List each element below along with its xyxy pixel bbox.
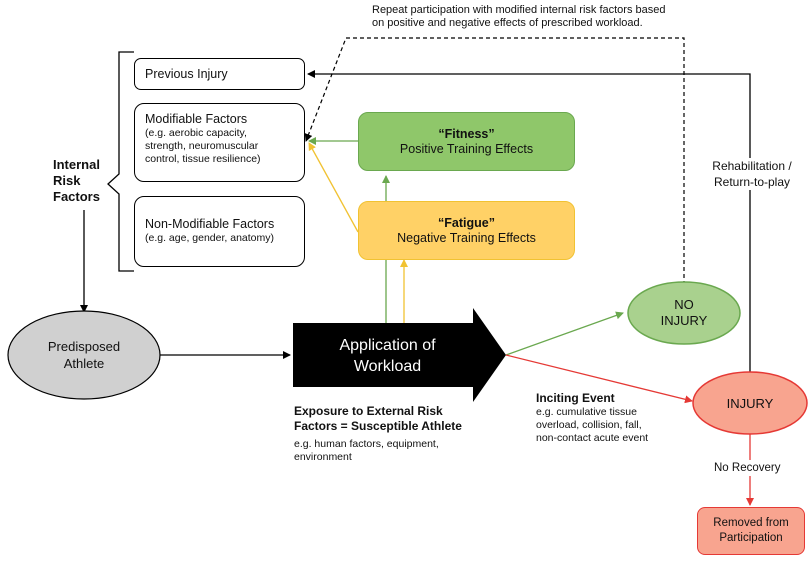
rehabilitation-label: Rehabilitation / Return-to-play — [704, 158, 800, 190]
workload-arrow-shape — [293, 308, 506, 402]
rehabilitation-line2: Return-to-play — [713, 175, 791, 189]
fatigue-box: “Fatigue” Negative Training Effects — [358, 201, 575, 260]
fitness-box: “Fitness” Positive Training Effects — [358, 112, 575, 171]
predisposed-line1: Predisposed — [47, 339, 121, 354]
exposure-title-line1: Exposure to External Risk — [294, 404, 443, 418]
arrow-workload-to-no-injury — [505, 311, 624, 356]
removed-line2: Participation — [719, 532, 783, 544]
fatigue-subtitle: Negative Training Effects — [397, 230, 536, 245]
inciting-event-title: Inciting Event — [536, 391, 615, 405]
previous-injury-box: Previous Injury — [134, 58, 305, 90]
exposure-title-line2: Factors = Susceptible Athlete — [294, 419, 462, 433]
fitness-subtitle: Positive Training Effects — [399, 141, 534, 156]
internal-factors-bracket — [107, 51, 134, 272]
workload-label: Application of Workload — [300, 330, 475, 382]
repeat-participation-note: Repeat participation with modified inter… — [372, 4, 712, 30]
exposure-text: Exposure to External Risk Factors = Susc… — [294, 404, 494, 464]
inciting-event-text: Inciting Event e.g. cumulative tissue ov… — [536, 391, 696, 445]
repeat-participation-dashed-path — [304, 37, 685, 285]
fatigue-title: “Fatigue” — [438, 215, 495, 230]
modifiable-title: Modifiable Factors — [145, 112, 248, 126]
removed-from-participation-box: Removed from Participation — [697, 507, 805, 555]
previous-injury-label: Previous Injury — [145, 66, 228, 81]
injury-label: INJURY — [693, 392, 807, 414]
rehabilitation-line1: Rehabilitation / — [712, 159, 792, 173]
non-modifiable-factors-box: Non-Modifiable Factors (e.g. age, gender… — [134, 196, 305, 267]
workload-line1: Application of — [339, 337, 436, 354]
injury-text: INJURY — [726, 395, 774, 411]
modifiable-detail-line1: (e.g. aerobic capacity, — [145, 127, 247, 139]
internal-label-line1: Internal — [53, 157, 100, 172]
modifiable-detail-line2: strength, neuromuscular — [145, 140, 259, 152]
inciting-detail-line2: overload, collision, fall, — [536, 419, 642, 431]
internal-label-line3: Factors — [53, 189, 100, 204]
non-modifiable-detail: (e.g. age, gender, anatomy) — [145, 232, 274, 244]
inciting-detail-line1: e.g. cumulative tissue — [536, 406, 637, 418]
internal-risk-factors-label: Internal Risk Factors — [53, 157, 100, 205]
internal-label-line2: Risk — [53, 173, 81, 188]
inciting-detail-line3: non-contact acute event — [536, 432, 649, 444]
no-recovery-text: No Recovery — [714, 462, 781, 474]
repeat-note-line2: on positive and negative effects of pres… — [372, 17, 643, 29]
no-injury-label: NO INJURY — [628, 290, 740, 336]
predisposed-athlete-ellipse — [7, 310, 161, 400]
modifiable-factors-box: Modifiable Factors (e.g. aerobic capacit… — [134, 103, 305, 182]
repeat-note-line1: Repeat participation with modified inter… — [372, 4, 666, 16]
modifiable-detail-line3: control, tissue resilience) — [145, 153, 261, 165]
non-modifiable-title: Non-Modifiable Factors — [145, 217, 275, 231]
removed-line1: Removed from — [713, 517, 789, 529]
exposure-detail-line2: environment — [294, 451, 352, 463]
predisposed-line2: Athlete — [63, 356, 105, 371]
exposure-detail-line1: e.g. human factors, equipment, — [294, 438, 439, 450]
injury-ellipse — [692, 371, 808, 435]
rehab-return-path — [307, 70, 751, 372]
no-injury-ellipse — [627, 281, 741, 345]
no-injury-line2: INJURY — [660, 313, 708, 328]
no-injury-line1: NO — [674, 297, 694, 312]
arrow-fatigue-to-modifiable — [308, 142, 359, 233]
arrow-workload-to-injury — [505, 354, 693, 404]
no-recovery-label: No Recovery — [712, 460, 783, 476]
predisposed-athlete-label: Predisposed Athlete — [8, 325, 160, 385]
workload-line2: Workload — [353, 358, 422, 375]
fitness-title: “Fitness” — [438, 126, 495, 141]
